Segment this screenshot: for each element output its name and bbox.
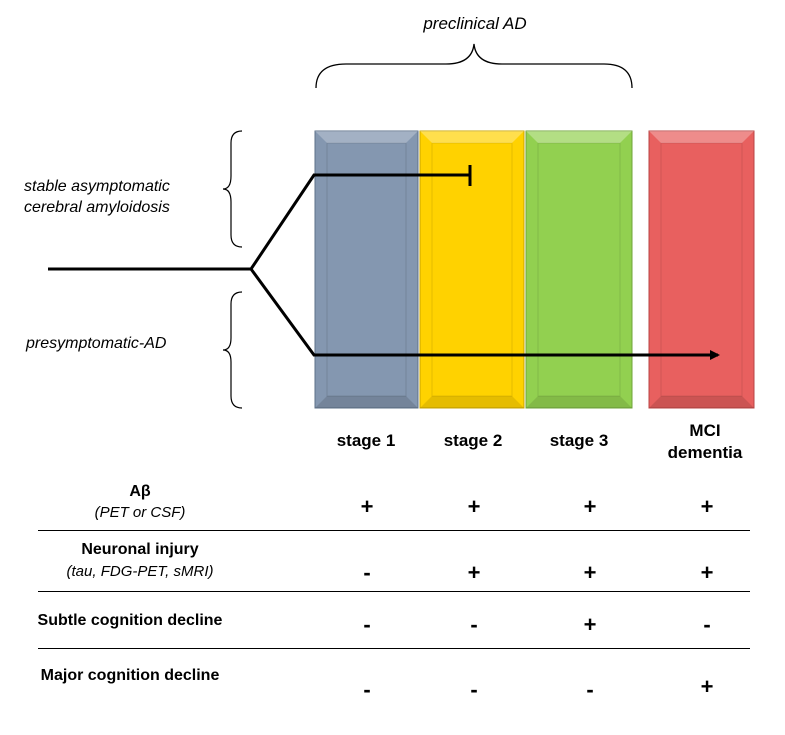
row-major-stage-2: - xyxy=(470,677,478,702)
row-neuronal-mci-dementia: + xyxy=(700,560,714,585)
stage-2-box xyxy=(419,130,525,409)
row-major-title: Major cognition decline xyxy=(40,667,220,684)
row-abeta-stage-2: + xyxy=(467,494,481,519)
mci-dementia-label: MCI dementia xyxy=(650,420,760,464)
row-neuronal-stage-2: + xyxy=(467,560,481,585)
presymptomatic-brace xyxy=(222,291,243,409)
row-abeta-stage-1: + xyxy=(360,494,374,519)
row-abeta-subtitle: (PET or CSF) xyxy=(94,504,186,521)
stage-3-label: stage 3 xyxy=(549,431,609,450)
presymptomatic-trajectory-arrow xyxy=(249,268,720,360)
mci-label: MCI xyxy=(689,421,721,440)
stage-1-label: stage 1 xyxy=(336,431,396,450)
preclinical-brace xyxy=(315,43,633,89)
row-neuronal-subtitle: (tau, FDG-PET, sMRI) xyxy=(66,563,214,580)
stage-3-box xyxy=(525,130,633,409)
dementia-label: dementia xyxy=(667,443,743,462)
mci-dementia-box xyxy=(648,130,755,409)
preclinical-ad-label: preclinical AD xyxy=(423,14,527,33)
row-abeta-title: Aβ xyxy=(129,483,151,500)
row-subtle-mci-dementia: - xyxy=(703,612,711,637)
row-subtle-stage-2: - xyxy=(470,612,478,637)
stage-1-box xyxy=(314,130,419,409)
row-divider xyxy=(38,530,750,531)
stable-brace xyxy=(222,130,243,248)
presymptomatic-label: presymptomatic-AD xyxy=(26,335,167,352)
row-abeta-stage-3: + xyxy=(583,494,597,519)
row-neuronal-stage-3: + xyxy=(583,560,597,585)
row-subtle-stage-3: + xyxy=(583,612,597,637)
stable-label-line1: stable asymptomatic xyxy=(24,178,170,195)
row-neuronal-stage-1: - xyxy=(363,560,371,585)
row-subtle-stage-1: - xyxy=(363,612,371,637)
row-major-mci-dementia: + xyxy=(700,674,714,699)
row-major-stage-1: - xyxy=(363,677,371,702)
row-major-stage-3: - xyxy=(586,677,594,702)
stable-trajectory xyxy=(249,173,470,270)
stage-2-label: stage 2 xyxy=(443,431,503,450)
row-subtle-title: Subtle cognition decline xyxy=(37,612,223,629)
stable-label-line2: cerebral amyloidosis xyxy=(24,199,170,216)
row-abeta-mci-dementia: + xyxy=(700,494,714,519)
stable-label: stable asymptomatic cerebral amyloidosis xyxy=(24,176,224,218)
row-divider xyxy=(38,591,750,592)
row-divider xyxy=(38,648,750,649)
row-neuronal-title: Neuronal injury xyxy=(81,541,199,558)
